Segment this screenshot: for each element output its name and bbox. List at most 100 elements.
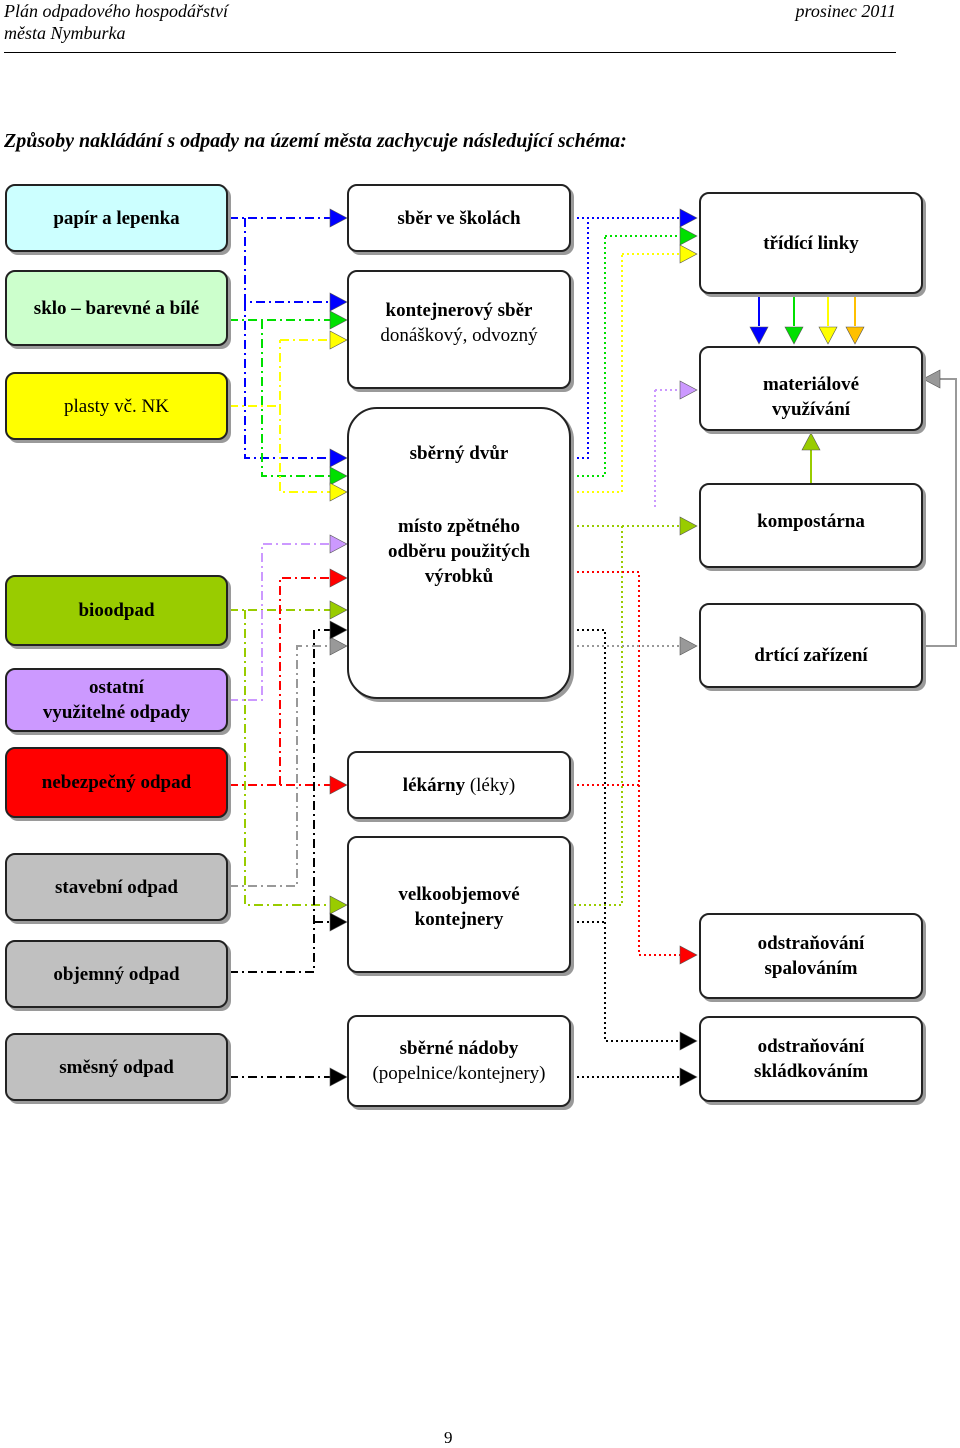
waste-papir-label: papír a lepenka <box>53 207 180 229</box>
mid-yellow-from-dvur-line <box>572 254 623 493</box>
objemny-to-dvur-arrowhead <box>329 620 348 640</box>
waste-ostatni-line1: ostatní <box>89 677 144 698</box>
neb-to-dvur-arrowhead <box>329 568 348 588</box>
drtici-to-materialove-arrowhead <box>922 369 941 389</box>
sklo-to-dvur-arrowhead <box>329 466 348 486</box>
plasty-to-dvur2-arrowhead <box>329 482 348 502</box>
bio-mid-to-kompost-arrowhead <box>679 516 698 536</box>
collection-skoly: sběr ve školách <box>347 184 571 252</box>
collection-zpetny-line2: odběru použitých <box>388 541 530 562</box>
waste-papir: papír a lepenka <box>5 184 228 252</box>
collection-kontejnerovy-line1: kontejnerový sběr <box>385 300 533 321</box>
collection-velkoobjemove-line2: kontejnery <box>414 909 504 930</box>
mid-blue-from-dvur-line <box>572 218 589 459</box>
treatment-skladkovani-line1: odstraňování <box>757 1036 865 1057</box>
collection-nadoby-line1: sběrné nádoby <box>399 1038 519 1059</box>
ostatni-to-dvur-arrowhead <box>329 534 348 554</box>
papir-to-dvur-arrowhead <box>329 448 348 468</box>
waste-stavebni: stavební odpad <box>5 853 228 921</box>
treatment-skladkovani: odstraňování skládkováním <box>699 1016 923 1102</box>
collection-kontejnerovy: kontejnerový sběr donáškový, odvozný <box>347 270 571 389</box>
collection-lekarny: lékárny (léky) <box>347 751 571 819</box>
waste-nebezpecny-label: nebezpečný odpad <box>41 772 192 793</box>
bio-to-dvur-arrowhead <box>329 600 348 620</box>
mid-blue-to-tridici-arrowhead <box>679 208 698 228</box>
waste-bioodpad-label: bioodpad <box>78 600 155 621</box>
black-dvur-to-skladka-arrowhead <box>679 1031 698 1051</box>
sklo-to-dvur-line <box>261 320 330 477</box>
treatment-tridici-label: třídící linky <box>763 232 859 254</box>
plasty-to-dvur2-line <box>279 406 330 493</box>
stav-to-dvur-arrowhead <box>329 636 348 656</box>
header-date: prosinec 2011 <box>795 1 897 21</box>
collection-skoly-label: sběr ve školách <box>397 207 521 229</box>
kompost-to-materialove-arrowhead <box>801 432 821 451</box>
header-divider <box>4 52 896 53</box>
objemny-to-dvur-line <box>229 629 330 973</box>
waste-sklo-label: sklo – barevné a bílé <box>33 297 200 319</box>
treatment-drtici: drtící zařízení <box>699 603 923 688</box>
stav-mid-to-drtici-arrowhead <box>679 636 698 656</box>
papir-to-kontejner-arrowhead <box>329 292 348 312</box>
neb-to-lekarny-arrowhead <box>329 775 348 795</box>
ostatni-to-dvur-line <box>229 543 330 701</box>
collection-dvur-label: sběrný dvůr <box>409 443 509 464</box>
stav-to-dvur-line <box>229 645 330 887</box>
waste-ostatni-line2: využitelné odpady <box>42 702 191 723</box>
treatment-tridici: třídící linky <box>699 192 923 294</box>
collection-velkoobjemove: velkoobjemové kontejnery <box>347 836 571 973</box>
papir-to-skoly-arrowhead <box>329 208 348 228</box>
intro-text: Způsoby nakládání s odpady na území měst… <box>4 130 627 152</box>
plasty-to-kontejner-arrowhead <box>329 330 348 350</box>
collection-kontejnerovy-line2: donáškový, odvozný <box>380 325 538 346</box>
waste-sklo: sklo – barevné a bílé <box>5 270 228 346</box>
ostatni-to-materialove-arrowhead <box>679 380 698 400</box>
collection-zpetny-line1: místo zpětného <box>398 516 520 537</box>
treatment-skladkovani-line2: skládkováním <box>753 1061 869 1082</box>
waste-plasty: plasty vč. NK <box>5 372 228 440</box>
waste-objemny: objemný odpad <box>5 940 228 1008</box>
collection-velkoobjemove-line1: velkoobjemové <box>398 884 520 905</box>
treatment-materialove-line1: materiálové <box>762 374 859 395</box>
treatment-materialove-line2: využívání <box>771 399 851 420</box>
papir-to-dvur-line <box>244 302 330 459</box>
tridici-down-0-arrowhead <box>749 326 769 345</box>
mid-green-from-dvur-line <box>572 236 606 477</box>
treatment-drtici-label: drtící zařízení <box>754 645 868 666</box>
smesny-to-nadoby-arrowhead <box>329 1067 348 1087</box>
collection-lekarny-bold: lékárny <box>402 774 466 796</box>
waste-ostatni: ostatní využitelné odpady <box>5 668 228 732</box>
waste-objemny-label: objemný odpad <box>53 963 180 985</box>
treatment-spalovani-line2: spalováním <box>764 958 858 979</box>
sklo-to-kontejner-arrowhead <box>329 310 348 330</box>
mid-green-to-tridici-arrowhead <box>679 226 698 246</box>
header-title-line2: města Nymburka <box>4 23 126 43</box>
collection-dvur: sběrný dvůr místo zpětného odběru použit… <box>347 407 571 699</box>
collection-nadoby-line2: (popelnice/kontejnery) <box>372 1063 546 1084</box>
papir-to-kontejner-line <box>244 218 330 303</box>
tridici-down-3-arrowhead <box>845 326 865 345</box>
waste-smesny: směsný odpad <box>5 1033 228 1101</box>
waste-nebezpecny: nebezpečný odpad <box>5 747 228 818</box>
black-dvur-to-skladka-line <box>572 629 680 1042</box>
neb-to-spalovani-line <box>572 571 680 956</box>
collection-zpetny-line3: výrobků <box>424 566 494 587</box>
drtici-to-materialove-line <box>924 378 957 647</box>
treatment-materialove: materiálové využívání <box>699 346 923 431</box>
bio-mid-vert-line <box>572 526 623 906</box>
plasty-to-dvur-line <box>229 340 281 407</box>
collection-nadoby: sběrné nádoby (popelnice/kontejnery) <box>347 1015 571 1107</box>
tridici-down-2-arrowhead <box>818 326 838 345</box>
treatment-kompostarna-label: kompostárna <box>757 511 865 532</box>
page-number: 9 <box>444 1428 453 1447</box>
waste-bioodpad: bioodpad <box>5 575 228 646</box>
tridici-down-1-arrowhead <box>784 326 804 345</box>
objemny-to-velko-arrowhead <box>329 912 348 932</box>
bio-to-velko-line <box>244 610 330 906</box>
neb-to-spalovani-arrowhead <box>679 945 698 965</box>
waste-plasty-label: plasty vč. NK <box>63 395 169 417</box>
waste-stavebni-label: stavební odpad <box>54 876 179 898</box>
treatment-spalovani-line1: odstraňování <box>757 933 865 954</box>
bio-to-velko-arrowhead <box>329 895 348 915</box>
